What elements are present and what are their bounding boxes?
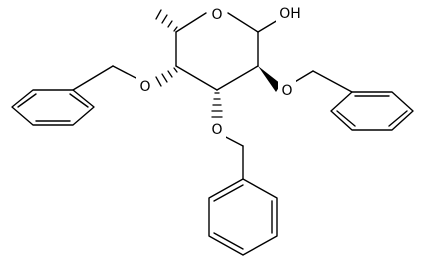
c3-o-hashed-bond [211,92,223,118]
bond-c5-o5 [175,12,207,33]
atom-label-ether-oxygen-c4: O [136,75,154,95]
svg-text:O: O [211,7,222,23]
atom-label-hydroxyl: OH [276,2,304,22]
pyranose-ring [175,12,259,91]
bond-c3-c4 [175,65,218,91]
c4-o-hashed-bond [155,67,178,87]
atom-label-ether-oxygen-c3: O [208,118,226,138]
svg-text:O: O [139,79,150,95]
c2-o-wedge-bond [258,66,281,92]
svg-text:O: O [211,122,222,138]
phenyl-ring-left [11,89,95,126]
bond-c1-oh [257,19,279,33]
benzyl-chain-c4 [72,65,141,91]
atom-label-ether-oxygen-c2: O [278,79,296,99]
svg-text:O: O [281,83,292,99]
bond-o5-c1 [227,12,259,33]
atom-label-ring-oxygen: O [208,3,226,23]
svg-text:OH: OH [279,6,301,22]
benzyl-chain-c2 [287,70,353,93]
bond-c2-c3 [216,65,259,91]
benzyl-chain-c3 [219,133,244,180]
methyl-hashed-bond [155,9,178,32]
phenyl-ring-right [330,91,414,131]
phenyl-ring-bottom [208,178,278,256]
